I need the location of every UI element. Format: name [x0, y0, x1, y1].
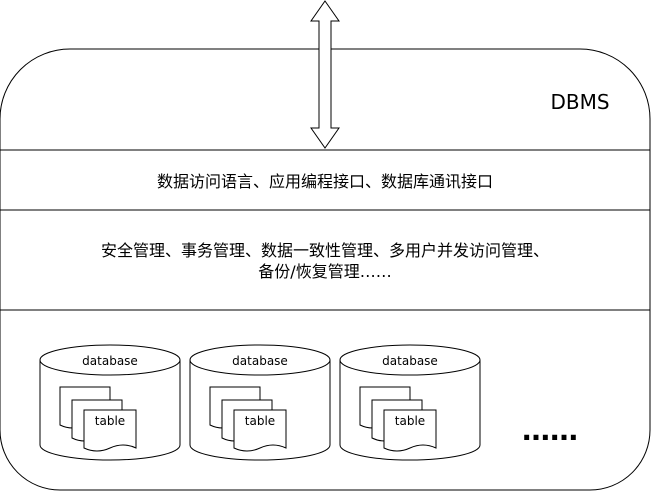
table-label: table: [245, 414, 275, 428]
database-1: database table: [39, 344, 181, 461]
dbms-title: DBMS: [550, 90, 609, 114]
database-label: database: [82, 354, 138, 368]
management-layer-text-line-1: 安全管理、事务管理、数据一致性管理、多用户并发访问管理、: [101, 241, 549, 260]
management-layer-text-line-2: 备份/恢复管理……: [258, 262, 391, 281]
table-doc-front: [83, 409, 137, 452]
table-label: table: [395, 414, 425, 428]
database-label: database: [382, 354, 438, 368]
cylinder-top-rim: [189, 359, 331, 376]
more-databases-ellipsis: ……: [522, 414, 578, 447]
double-arrow-icon: [310, 0, 340, 149]
table-label: table: [95, 414, 125, 428]
cylinder-top-rim: [39, 359, 181, 376]
cylinder-top-rim: [339, 359, 481, 376]
database-label: database: [232, 354, 288, 368]
table-doc-front: [383, 409, 437, 452]
database-3: database table: [339, 344, 481, 461]
database-2: database table: [189, 344, 331, 461]
table-doc-front: [233, 409, 287, 452]
interface-layer-text: 数据访问语言、应用编程接口、数据库通讯接口: [157, 172, 493, 191]
